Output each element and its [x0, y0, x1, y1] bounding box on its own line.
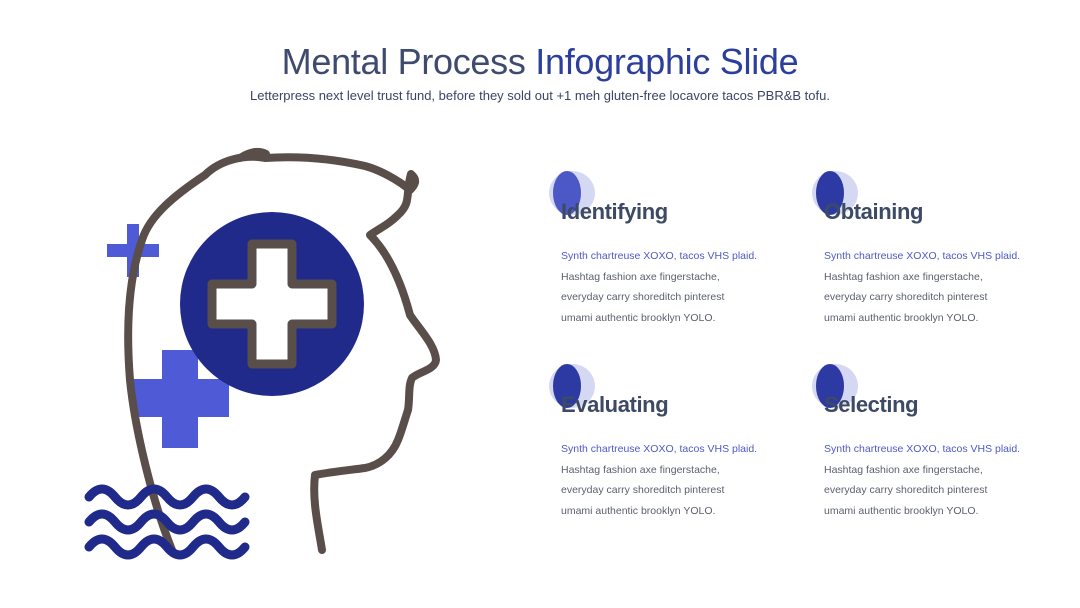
card-body: Synth chartreuse XOXO, tacos VHS plaid. … [824, 443, 1021, 517]
plus-icon [107, 224, 159, 277]
bubble-icon [812, 171, 858, 215]
process-card-evaluating: Evaluating Synth chartreuse XOXO, tacos … [549, 364, 801, 521]
head-profile-icon [124, 152, 440, 554]
bubble-icon [549, 171, 595, 215]
title-part-2: Infographic Slide [535, 41, 799, 82]
card-body: Synth chartreuse XOXO, tacos VHS plaid. … [824, 250, 1021, 324]
head-illustration [84, 147, 440, 560]
page-title: Mental Process Infographic Slide [0, 40, 1080, 84]
medical-cross-icon [207, 239, 337, 369]
plus-icon [131, 350, 229, 448]
process-card-obtaining: Obtaining Synth chartreuse XOXO, tacos V… [812, 171, 1064, 328]
card-title: Identifying [561, 199, 668, 224]
bubble-icon [812, 364, 858, 408]
process-card-identifying: Identifying Synth chartreuse XOXO, tacos… [549, 171, 801, 328]
bubble-icon [549, 364, 595, 408]
card-title: Obtaining [824, 199, 924, 224]
card-body: Synth chartreuse XOXO, tacos VHS plaid. … [561, 250, 758, 324]
card-title: Evaluating [561, 392, 669, 417]
card-title: Selecting [824, 392, 919, 417]
card-body: Synth chartreuse XOXO, tacos VHS plaid. … [561, 443, 758, 517]
page-subtitle: Letterpress next level trust fund, befor… [250, 88, 830, 103]
process-card-selecting: Selecting Synth chartreuse XOXO, tacos V… [812, 364, 1064, 521]
title-part-1: Mental Process [281, 41, 526, 82]
wave-icon [84, 484, 250, 560]
